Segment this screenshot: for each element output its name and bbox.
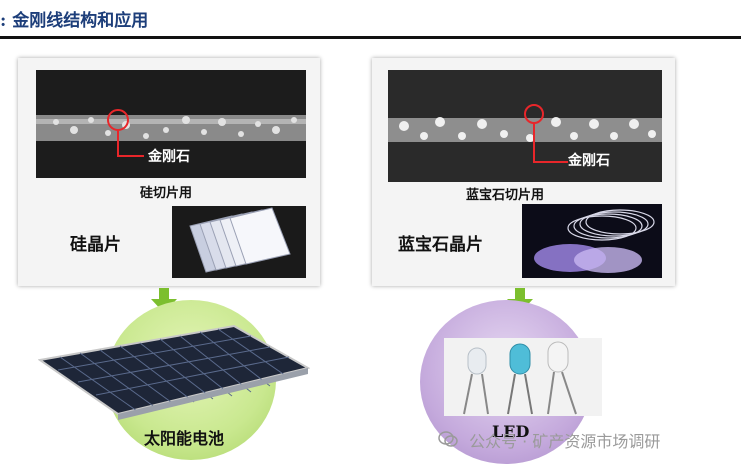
page-title: : 金刚线结构和应用 (0, 11, 149, 31)
sapphire-cutting-caption: 蓝宝石切片用 (466, 188, 545, 203)
solar-panel-image (38, 324, 310, 420)
sapphire-wafer-image (522, 204, 662, 278)
silicon-cutting-caption: 硅切片用 (140, 186, 193, 201)
silicon-wire-sem-image (36, 70, 306, 178)
sapphire-wafer-label: 蓝宝石晶片 (398, 235, 483, 255)
wechat-icon (438, 431, 458, 451)
watermark-text: 公众号 · 矿产资源市场调研 (469, 432, 661, 451)
silicon-wafer-label: 硅晶片 (70, 235, 121, 255)
solar-cell-label: 太阳能电池 (144, 429, 225, 448)
title-underline (0, 36, 741, 39)
watermark: 公众号 · 矿产资源市场调研 (438, 428, 660, 452)
diamond-label: 金刚石 (568, 153, 610, 169)
silicon-wafer-image (172, 206, 306, 278)
sapphire-wire-sem-image (388, 70, 662, 182)
sapphire-panel: 金刚石 蓝宝石切片用 蓝宝石晶片 (372, 58, 675, 286)
diamond-label: 金刚石 (148, 149, 190, 165)
led-image (444, 338, 602, 416)
led-label: LED (492, 422, 530, 441)
silicon-panel: 金刚石 硅切片用 硅晶片 (18, 58, 320, 286)
